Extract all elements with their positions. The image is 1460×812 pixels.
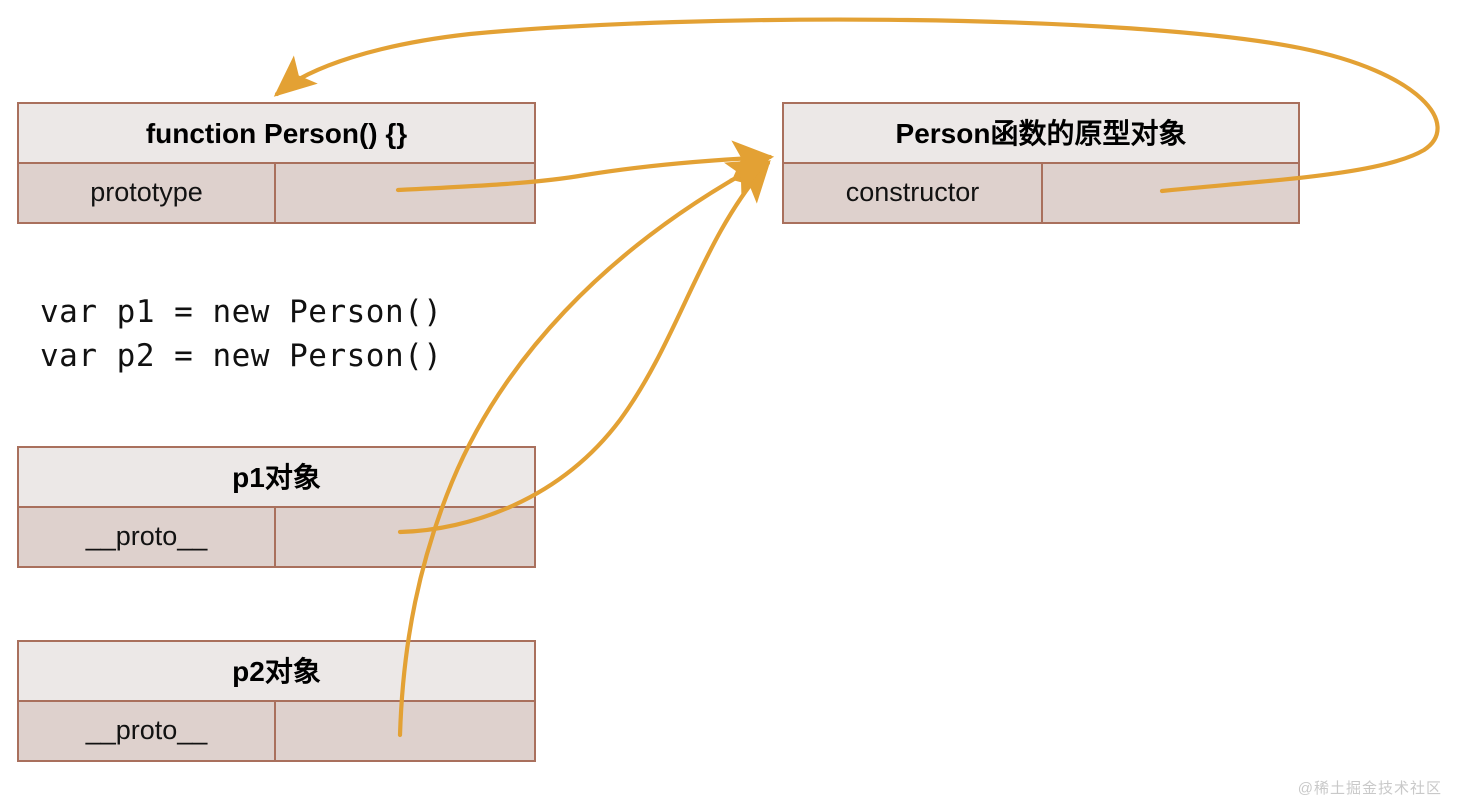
code-snippet: var p1 = new Person() var p2 = new Perso… xyxy=(40,294,443,374)
property-value-constructor xyxy=(1043,164,1298,222)
box-p2-object[interactable]: p2对象 __proto__ xyxy=(17,640,536,762)
property-value-prototype xyxy=(276,164,534,222)
box-p1-object-row: __proto__ xyxy=(19,508,534,566)
box-prototype-object-title: Person函数的原型对象 xyxy=(784,104,1298,164)
box-p1-object-title: p1对象 xyxy=(19,448,534,508)
property-key-p2-proto: __proto__ xyxy=(19,702,276,760)
box-p2-object-title: p2对象 xyxy=(19,642,534,702)
property-key-p1-proto: __proto__ xyxy=(19,508,276,566)
watermark: @稀土掘金技术社区 xyxy=(1297,780,1442,797)
box-prototype-object[interactable]: Person函数的原型对象 constructor xyxy=(782,102,1300,224)
box-p1-object[interactable]: p1对象 __proto__ xyxy=(17,446,536,568)
box-function-person[interactable]: function Person() {} prototype xyxy=(17,102,536,224)
property-value-p2-proto xyxy=(276,702,534,760)
box-prototype-object-row: constructor xyxy=(784,164,1298,222)
box-function-person-title: function Person() {} xyxy=(19,104,534,164)
box-p2-object-row: __proto__ xyxy=(19,702,534,760)
property-key-prototype: prototype xyxy=(19,164,276,222)
property-value-p1-proto xyxy=(276,508,534,566)
property-key-constructor: constructor xyxy=(784,164,1043,222)
box-function-person-row: prototype xyxy=(19,164,534,222)
